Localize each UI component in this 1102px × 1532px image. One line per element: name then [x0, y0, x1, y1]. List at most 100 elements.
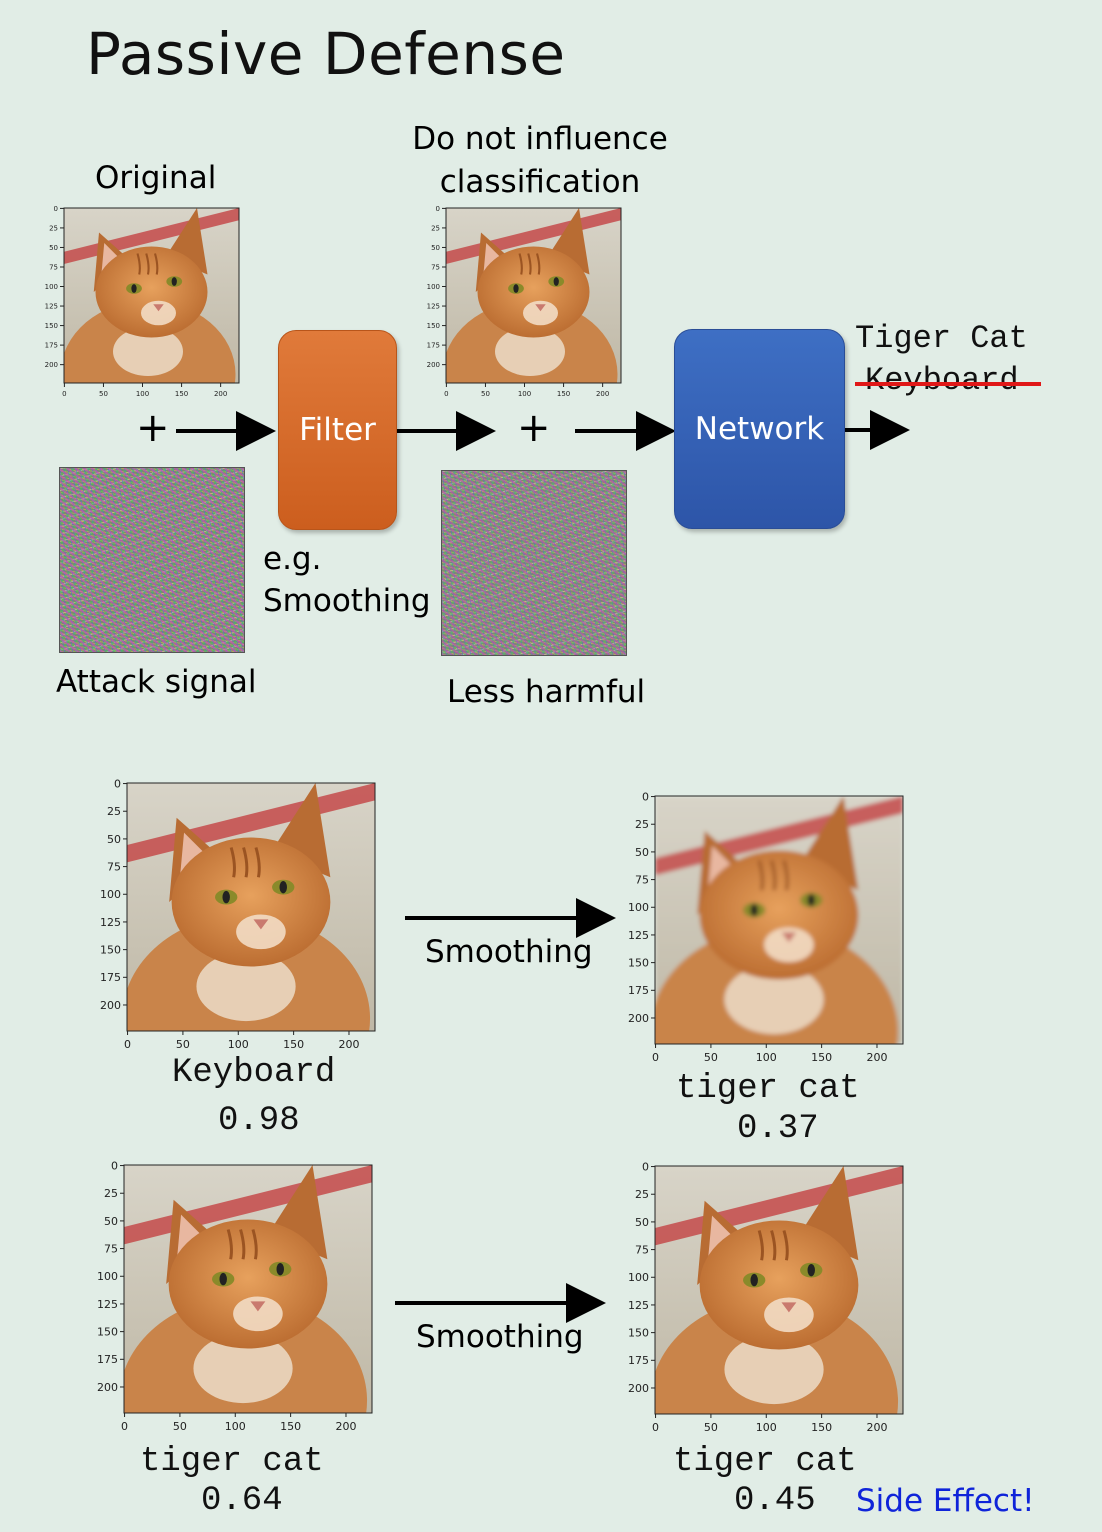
y-tick-label: 175 — [100, 971, 121, 984]
y-tick-label: 175 — [628, 1354, 649, 1367]
x-tick-label: 200 — [338, 1038, 359, 1051]
network-label: Network — [694, 411, 825, 447]
plus-sign-right: + — [517, 405, 551, 451]
y-tick-label: 75 — [49, 263, 58, 271]
x-tick-label: 100 — [228, 1038, 249, 1051]
y-tick-label: 125 — [427, 302, 440, 310]
y-tick-label: 50 — [49, 244, 58, 252]
x-tick-label: 150 — [811, 1421, 832, 1434]
y-tick-label: 0 — [642, 1160, 649, 1173]
y-tick-label: 125 — [628, 1299, 649, 1312]
row2-right-class: tiger cat — [673, 1443, 857, 1481]
y-tick-label: 200 — [628, 1382, 649, 1395]
y-tick-label: 175 — [45, 342, 58, 350]
y-tick-label: 175 — [427, 342, 440, 350]
y-tick-label: 50 — [107, 833, 121, 846]
y-tick-label: 25 — [635, 818, 649, 831]
y-tick-label: 200 — [45, 361, 58, 369]
eg-smoothing-label: e.g. Smoothing — [263, 541, 431, 619]
slide-title: Passive Defense — [86, 20, 566, 88]
x-tick-label: 50 — [99, 390, 108, 398]
y-tick-label: 200 — [97, 1381, 118, 1394]
y-tick-label: 50 — [635, 846, 649, 859]
x-tick-label: 0 — [121, 1420, 128, 1433]
output-keyboard-struck: Keyboard — [855, 362, 1045, 402]
y-tick-label: 75 — [107, 860, 121, 873]
y-tick-label: 150 — [100, 943, 121, 956]
x-tick-label: 100 — [518, 390, 531, 398]
y-tick-label: 25 — [104, 1187, 118, 1200]
less-harmful-label: Less harmful — [447, 674, 646, 710]
y-tick-label: 25 — [431, 224, 440, 232]
x-tick-label: 0 — [62, 390, 66, 398]
row2-right-score: 0.45 — [734, 1482, 816, 1520]
row1-right-score: 0.37 — [737, 1110, 819, 1148]
x-tick-label: 200 — [214, 390, 227, 398]
y-tick-label: 125 — [100, 916, 121, 929]
output-tiger-cat: Tiger Cat — [855, 320, 1028, 357]
y-tick-label: 75 — [635, 873, 649, 886]
y-tick-label: 100 — [427, 283, 440, 291]
row1-left-class: Keyboard — [172, 1054, 336, 1092]
y-tick-label: 50 — [431, 244, 440, 252]
filter-box: Filter — [278, 330, 397, 530]
bottom-arrows — [395, 898, 616, 1323]
y-tick-label: 50 — [635, 1216, 649, 1229]
do-not-influence-label: Do not influence classification — [412, 121, 668, 200]
row2-left-score: 0.64 — [201, 1482, 283, 1520]
y-tick-label: 0 — [111, 1159, 118, 1172]
y-tick-label: 125 — [97, 1298, 118, 1311]
y-tick-label: 150 — [45, 322, 58, 330]
original-label: Original — [95, 160, 217, 196]
y-tick-label: 200 — [427, 361, 440, 369]
x-tick-label: 100 — [756, 1051, 777, 1064]
x-tick-label: 0 — [124, 1038, 131, 1051]
strike-line — [855, 382, 1041, 386]
row2-left-class: tiger cat — [140, 1443, 324, 1481]
x-tick-label: 100 — [225, 1420, 246, 1433]
y-tick-label: 25 — [635, 1188, 649, 1201]
y-tick-label: 125 — [628, 929, 649, 942]
y-tick-label: 25 — [107, 805, 121, 818]
x-tick-label: 150 — [811, 1051, 832, 1064]
y-tick-label: 0 — [54, 205, 58, 213]
y-tick-label: 50 — [104, 1215, 118, 1228]
row2-arrow-label: Smoothing — [416, 1319, 584, 1355]
x-tick-label: 200 — [866, 1421, 887, 1434]
x-tick-label: 200 — [335, 1420, 356, 1433]
x-tick-label: 50 — [173, 1420, 187, 1433]
x-tick-label: 150 — [175, 390, 188, 398]
y-tick-label: 200 — [100, 999, 121, 1012]
y-tick-label: 175 — [628, 984, 649, 997]
x-tick-label: 200 — [866, 1051, 887, 1064]
y-tick-label: 150 — [97, 1325, 118, 1338]
side-effect-note: Side Effect! — [856, 1483, 1035, 1519]
less-harmful-noise — [441, 470, 627, 656]
y-tick-label: 0 — [436, 205, 440, 213]
x-tick-label: 100 — [756, 1421, 777, 1434]
x-tick-label: 50 — [176, 1038, 190, 1051]
x-tick-label: 50 — [704, 1421, 718, 1434]
plus-sign-left: + — [136, 405, 170, 451]
row1-right-class: tiger cat — [676, 1070, 860, 1108]
output-keyboard: Keyboard — [865, 362, 1019, 399]
filter-label: Filter — [299, 412, 376, 448]
y-tick-label: 0 — [642, 790, 649, 803]
y-tick-label: 100 — [100, 888, 121, 901]
attack-signal-label: Attack signal — [56, 664, 257, 700]
x-tick-label: 50 — [481, 390, 490, 398]
y-tick-label: 150 — [628, 1326, 649, 1339]
row1-arrow-label: Smoothing — [425, 934, 593, 970]
y-tick-label: 100 — [628, 1271, 649, 1284]
x-tick-label: 100 — [136, 390, 149, 398]
y-tick-label: 75 — [104, 1242, 118, 1255]
y-tick-label: 150 — [427, 322, 440, 330]
top-arrows — [176, 410, 910, 451]
y-tick-label: 75 — [431, 263, 440, 271]
x-tick-label: 0 — [652, 1051, 659, 1064]
